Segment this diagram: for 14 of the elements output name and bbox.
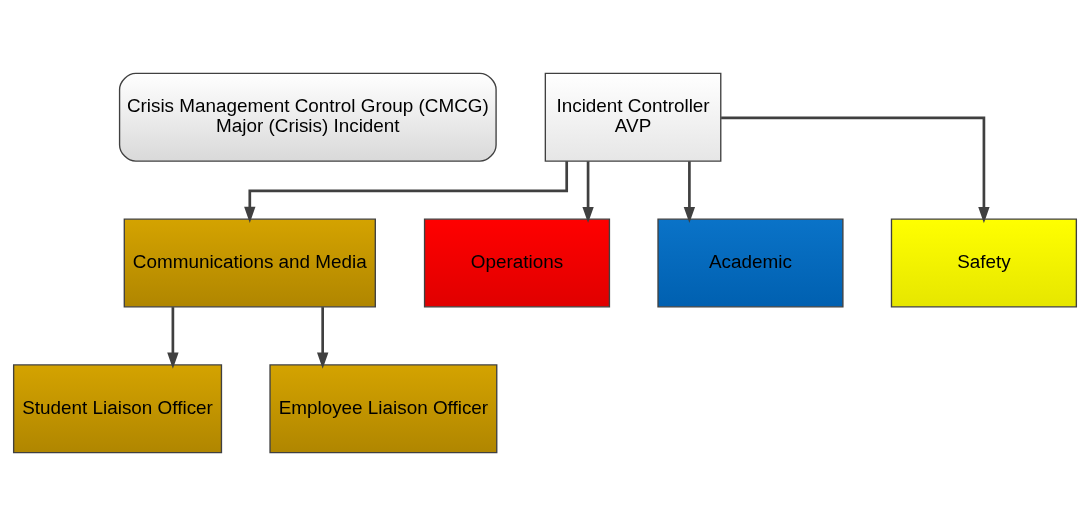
- arrow: [167, 307, 179, 369]
- arrow: [244, 161, 569, 223]
- node-box: Safety: [890, 218, 1078, 308]
- node-box: Communications and Media: [123, 218, 376, 308]
- node-box: Incident Controller AVP: [544, 72, 722, 162]
- node-box: Crisis Management Control Group (CMCG) Major (Crisis) Incident: [118, 72, 497, 162]
- arrow: [317, 307, 329, 369]
- node-box: Employee Liaison Officer: [269, 364, 498, 454]
- node-box: Academic: [657, 218, 844, 308]
- arrow: [721, 116, 990, 224]
- arrow: [683, 161, 696, 224]
- node-box: Student Liaison Officer: [12, 364, 223, 454]
- node-box: Operations: [423, 218, 611, 308]
- arrow: [582, 161, 594, 224]
